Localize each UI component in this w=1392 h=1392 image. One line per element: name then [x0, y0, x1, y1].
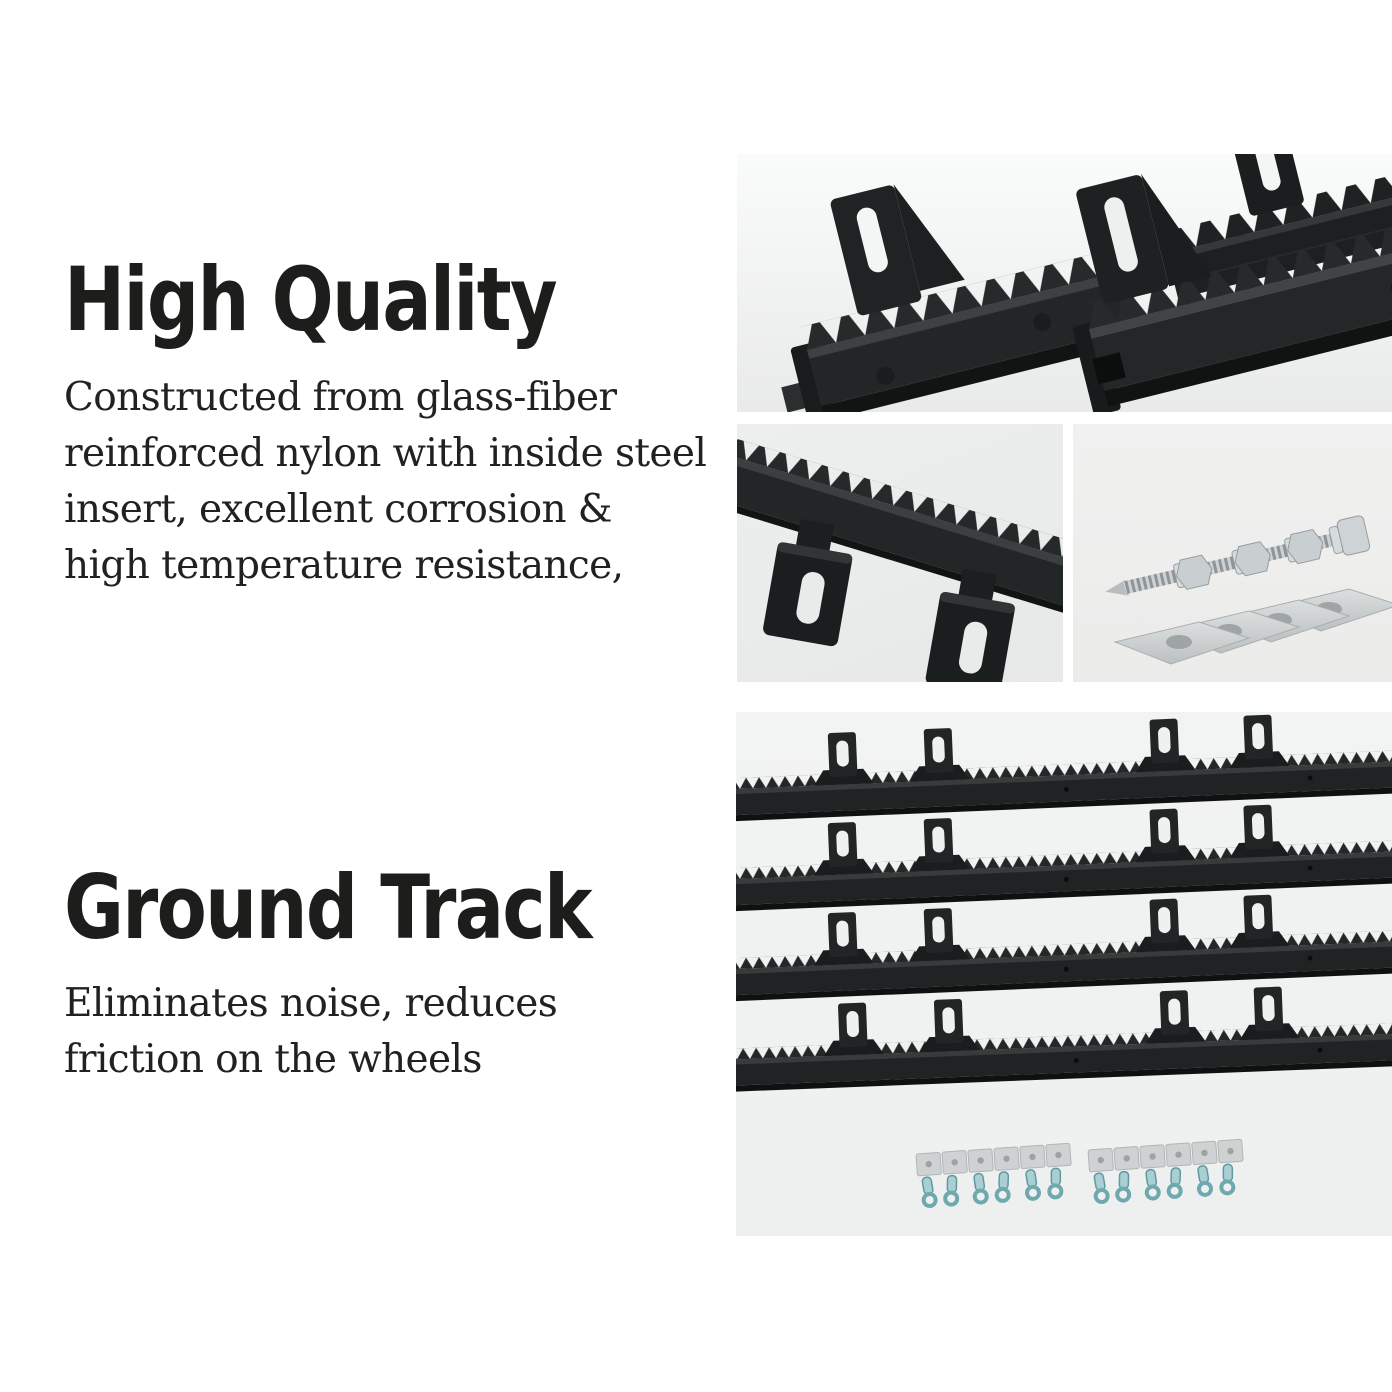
photo-rack-set-with-fittings — [736, 712, 1392, 1236]
body-line: friction on the wheels — [64, 1037, 482, 1082]
fixing-plates — [1113, 588, 1392, 665]
ground-track-description: Eliminates noise, reduces friction on th… — [64, 976, 558, 1088]
nut-washer — [1231, 541, 1271, 577]
bracket-slot — [958, 621, 988, 674]
nut-washer — [1173, 554, 1213, 590]
body-line: reinforced nylon with inside steel — [64, 431, 707, 476]
bracket-slot — [1104, 197, 1138, 272]
gear-rack-row — [736, 712, 1392, 822]
photo-rack-end-pieces — [737, 154, 1392, 412]
gear-rack-row — [736, 981, 1392, 1092]
rack-teeth — [1082, 197, 1392, 329]
right-rack-section — [1072, 173, 1392, 412]
screw-fitting-strip — [914, 1141, 1076, 1210]
mount-bracket — [830, 184, 965, 316]
end-hole — [1092, 352, 1126, 385]
rack-end-pieces-graphic — [781, 154, 1392, 412]
bolt-head — [1328, 515, 1371, 556]
fixing-hardware-graphic — [1105, 515, 1392, 665]
rack-teeth — [737, 435, 1063, 570]
high-quality-heading: High Quality — [64, 248, 558, 351]
photo-steel-fixing-hardware — [1073, 424, 1392, 682]
high-quality-description: Constructed from glass-fiber reinforced … — [64, 370, 707, 594]
fixing-plate — [1113, 621, 1251, 665]
rack-teeth — [801, 246, 1128, 350]
body-line: high temperature resistance, — [64, 543, 624, 588]
ground-track-heading: Ground Track — [64, 856, 593, 959]
body-line: Eliminates noise, reduces — [64, 981, 558, 1026]
mount-bracket — [763, 518, 853, 647]
body-line: insert, excellent corrosion & — [64, 487, 613, 532]
drill-tip — [1105, 579, 1129, 596]
mount-bracket — [1076, 173, 1212, 304]
left-rack-section — [781, 184, 1145, 412]
screw-fitting-strip — [1086, 1137, 1248, 1206]
bracket-slot — [796, 572, 825, 624]
drilling-bolts — [1105, 515, 1371, 596]
nut-washer — [1284, 528, 1324, 565]
mount-bracket — [925, 568, 1015, 682]
bracket-slot — [856, 207, 888, 273]
rack-strip — [737, 435, 1063, 682]
bracket-slot — [1252, 154, 1281, 191]
rack-set-graphic — [736, 712, 1392, 1210]
photo-rack-bracket-closeup — [737, 424, 1063, 682]
rack-closeup-graphic — [737, 435, 1063, 682]
body-line: Constructed from glass-fiber — [64, 375, 617, 420]
